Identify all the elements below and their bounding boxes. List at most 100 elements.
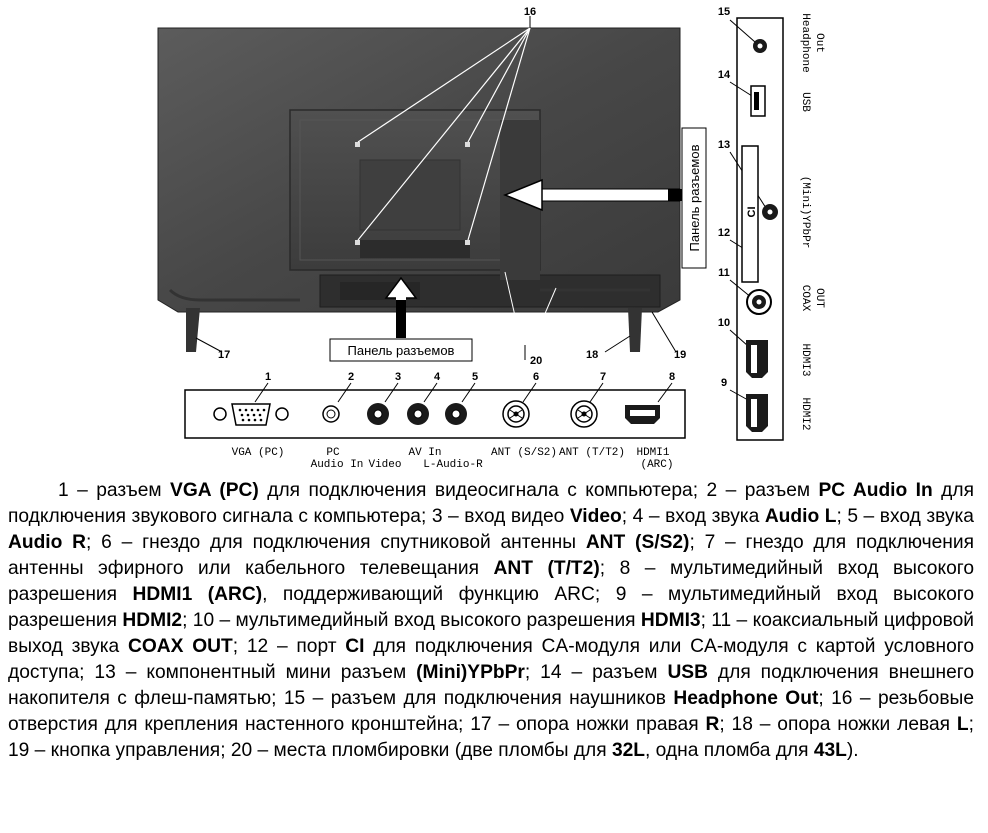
- callout-16-leaders: [357, 27, 531, 241]
- coax-label-2: OUT: [813, 288, 825, 308]
- caption-segment: PC Audio In: [818, 480, 933, 501]
- mount-hole: [355, 142, 360, 147]
- caption-segment: HDMI3: [640, 610, 701, 631]
- caption-segment: Audio L: [764, 506, 837, 527]
- callout-2: 2: [348, 371, 354, 383]
- hdmi1-label-1: HDMI1: [636, 447, 669, 459]
- hdmi3-port: [746, 340, 768, 378]
- callout-13: 13: [718, 139, 730, 151]
- caption-segment: для подключения внешнего накопителя с фл…: [8, 662, 974, 709]
- mount-hole: [465, 142, 470, 147]
- caption-segment: USB: [667, 662, 708, 683]
- pc-audio-label-2: Audio In: [311, 459, 364, 471]
- caption-segment: для подключения CA-модуля или CA-модуля …: [8, 636, 974, 683]
- caption-segment: R: [705, 714, 720, 735]
- caption-segment: Headphone Out: [673, 688, 819, 709]
- caption-segment: 1 – разъем: [58, 480, 171, 501]
- side-connector-panel: 15 Headphone Out 14 USB 13 (Mini)YPbPr 1…: [718, 6, 825, 441]
- caption-segment: ; 19 – кнопка управления; 20 – места пло…: [8, 714, 974, 761]
- mount-hole: [465, 240, 470, 245]
- mount-hole: [355, 240, 360, 245]
- callout-10: 10: [718, 317, 730, 329]
- hdmi3-label: HDMI3: [799, 343, 811, 376]
- caption-segment: , поддерживаю­щий функцию ARC; 9 – мульт…: [8, 584, 974, 631]
- hdmi1-label-2: (ARC): [640, 459, 673, 471]
- audio-lr-label: L-Audio-R: [423, 459, 483, 471]
- headphone-label-1: Headphone: [799, 13, 811, 72]
- mini-ypbpr-label: (Mini)YPbPr: [799, 176, 811, 249]
- vga-port: [213, 403, 289, 426]
- caption-text: 1 – разъем VGA (PC) для подключения виде…: [8, 478, 974, 764]
- caption-segment: ; 18 – опора ножки левая: [719, 714, 957, 735]
- ci-slot: [741, 145, 759, 283]
- vga-label: VGA (PC): [232, 447, 285, 459]
- callout-3: 3: [395, 371, 401, 383]
- ci-label: CI: [746, 207, 758, 218]
- caption-segment: ; 10 – мультиме­дийный вход высокого раз…: [182, 610, 641, 631]
- caption-segment: Audio R: [8, 532, 87, 553]
- callout-18: 18: [586, 349, 598, 361]
- caption-segment: ; 7 – гнездо для подключения антенны эфи…: [8, 532, 974, 579]
- caption-segment: ).: [846, 740, 859, 761]
- caption-segment: ; 8 – мультимедийный вход высокого разре…: [8, 558, 974, 605]
- hdmi2-label: HDMI2: [799, 397, 811, 430]
- caption-segment: ; 4 – вход звука: [621, 506, 765, 527]
- caption-segment: VGA (PC): [170, 480, 259, 501]
- video-label: Video: [368, 459, 401, 471]
- callout-15: 15: [718, 6, 730, 18]
- usb-label: USB: [799, 92, 811, 112]
- callout-7: 7: [600, 371, 606, 383]
- tv-rear-diagram: 16 Панель разъемов Панель разъемов 17 18…: [157, 6, 825, 471]
- arrow-left: [503, 178, 686, 212]
- av-in-label: AV In: [408, 447, 441, 459]
- ant-s-label: ANT (S/S2): [491, 447, 557, 459]
- callout-11: 11: [718, 267, 730, 279]
- caption-segment: HDMI2: [122, 610, 183, 631]
- coax-label-1: COAX: [799, 285, 811, 312]
- caption-segment: Video: [569, 506, 622, 527]
- caption-segment: CI: [345, 636, 365, 657]
- pc-audio-label-1: PC: [326, 447, 340, 459]
- caption-segment: ANT (S/S2): [585, 532, 690, 553]
- callout-19: 19: [674, 349, 686, 361]
- caption-segment: для подключения звукового сигнала с комп…: [8, 480, 974, 527]
- callout-6: 6: [533, 371, 539, 383]
- caption-segment: , одна пломба для: [645, 740, 814, 761]
- callout-8: 8: [669, 371, 675, 383]
- foot-right: [186, 308, 200, 352]
- callout-17: 17: [218, 349, 230, 361]
- caption-segment: (Mini)YPbPr: [416, 662, 525, 683]
- caption-segment: ; 5 – вход звука: [836, 506, 974, 527]
- callout-4: 4: [434, 371, 441, 383]
- callout-14: 14: [718, 69, 731, 81]
- foot-left: [628, 308, 642, 352]
- caption-segment: 32L: [611, 740, 646, 761]
- arrow-up: [384, 276, 418, 338]
- caption-segment: ; 14 – разъем: [524, 662, 668, 683]
- hdmi1-port: [625, 405, 660, 424]
- caption-segment: COAX OUT: [128, 636, 233, 657]
- callout-20: 20: [530, 355, 542, 367]
- callout-5: 5: [472, 371, 478, 383]
- caption-segment: 43L: [813, 740, 847, 761]
- diagram-svg: 16 Панель разъемов Панель разъемов 17 18…: [157, 6, 825, 471]
- callout-1: 1: [265, 371, 271, 383]
- caption-segment: ; 11 – коаксиальный цифровой выход звука: [8, 610, 974, 657]
- caption-segment: ; 16 – резьбовые отверстия для крепления…: [8, 688, 974, 735]
- callout-12: 12: [718, 227, 730, 239]
- callout-16: 16: [524, 6, 536, 18]
- caption-segment: ANT (T/T2): [493, 558, 600, 579]
- callout-9: 9: [721, 377, 727, 389]
- ant-t-label: ANT (T/T2): [559, 447, 625, 459]
- caption-segment: для подключения видеосигнала с компьютер…: [258, 480, 819, 501]
- caption-segment: HDMI1 (ARC): [132, 584, 263, 605]
- headphone-label-2: Out: [813, 33, 825, 53]
- caption-segment: ; 12 – порт: [232, 636, 346, 657]
- hdmi2-port: [746, 394, 768, 432]
- bottom-connector-panel: 1 VGA (PC) 2 PC Audio In 3 Video 4: [184, 371, 686, 471]
- panel-label-side: Панель разъемов: [687, 144, 702, 251]
- caption-segment: ; 6 – гнездо для подключения спутниковой…: [86, 532, 586, 553]
- panel-label-bottom: Панель разъемов: [348, 343, 455, 358]
- caption-segment: L: [956, 714, 969, 735]
- panel-label-bottom-box: [329, 338, 473, 362]
